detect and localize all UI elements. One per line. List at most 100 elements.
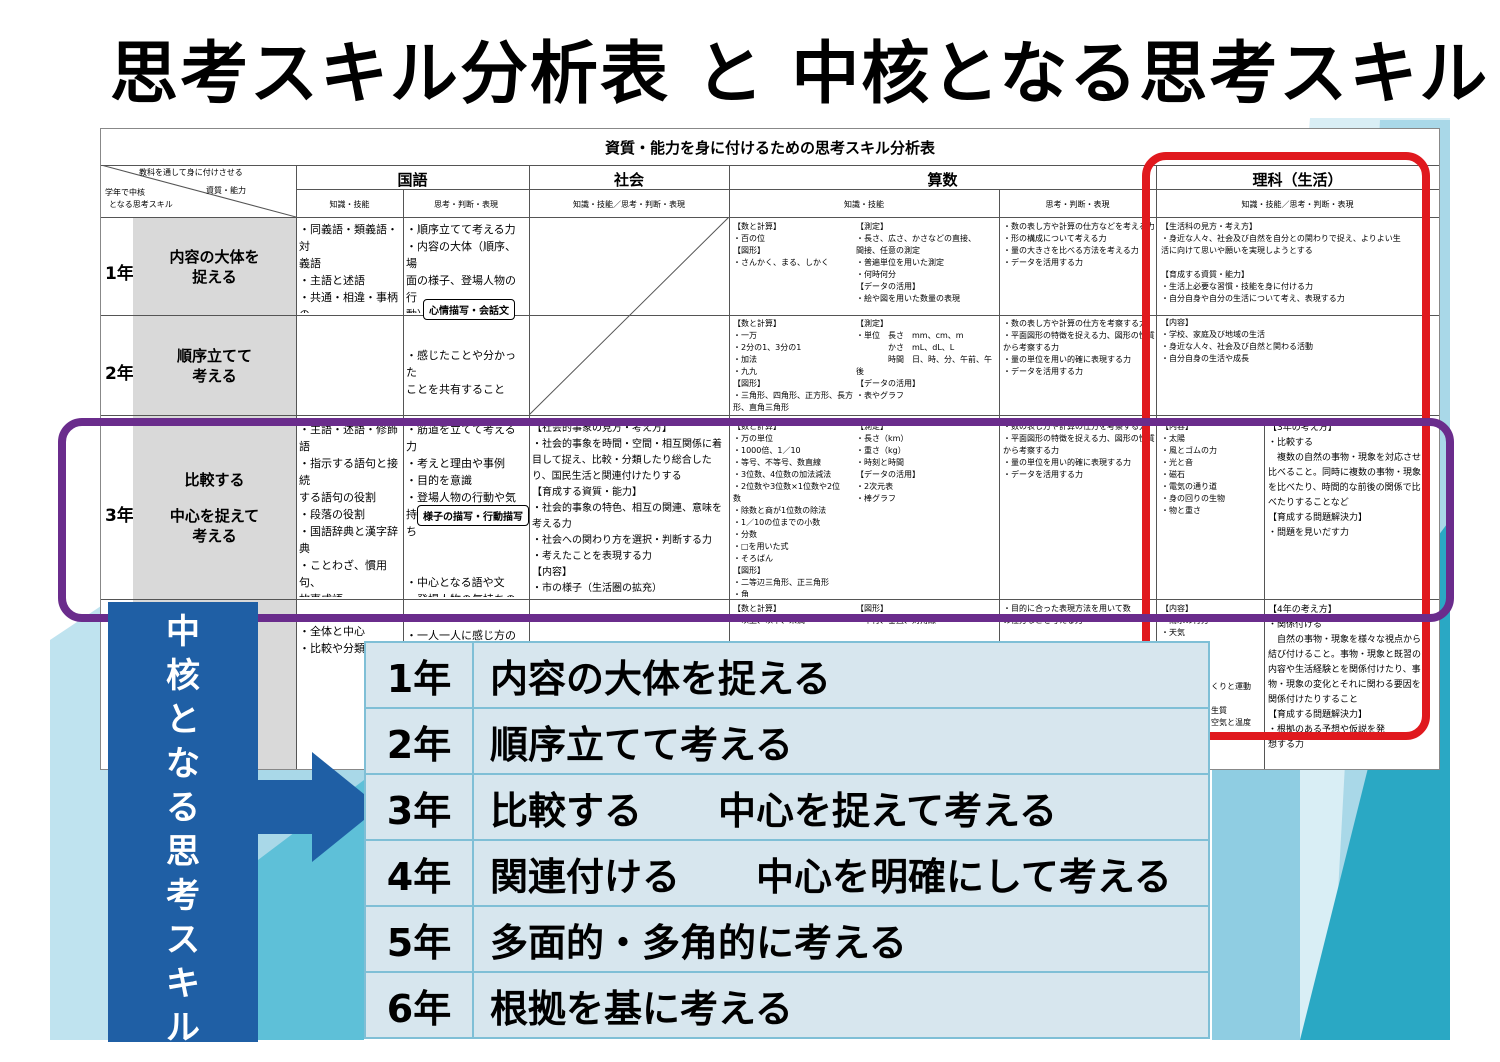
- grid-line: [1156, 165, 1157, 769]
- side-char: 考: [166, 876, 200, 916]
- cell-text: くりと運動 生質 空気と温度: [1211, 682, 1251, 727]
- grid-line: [729, 165, 730, 769]
- corner-label: となる思考スキル: [109, 200, 173, 209]
- subject-sub: 知識・技能: [844, 200, 884, 209]
- cell-text: ・同義語・類義語・対 義語 ・主語と述語 ・共通・相違・事柄の 順序: [299, 223, 398, 313]
- arrow-right-icon: [258, 752, 380, 862]
- grid-line: [999, 189, 1000, 769]
- grid-line: [101, 599, 1439, 600]
- cell-text: 【数と計算】 ・一万 ・2分の1、3分の1 ・加法 ・九九 【図形】 ・三角形、…: [733, 319, 853, 412]
- grade3-highlight-box: [58, 418, 1454, 622]
- core-skill-text: 捉える: [192, 267, 237, 286]
- grid-line: [101, 217, 1439, 218]
- cell-text: ・数の表し方や計算の仕方を考察する力 ・平面図形の特徴を捉える力、図形の性質 か…: [1003, 422, 1155, 479]
- science-highlight-box: [1142, 152, 1430, 740]
- grid-line: [1264, 425, 1265, 769]
- skill-text: 多面的・多角的に考える: [490, 920, 907, 965]
- grid-line: [101, 415, 1439, 416]
- cell-text: 【数と計算】 ・万の単位 ・1000倍、1／10 ・等号、不等号、数直線 ・3位…: [733, 422, 841, 597]
- side-char: 核: [166, 656, 200, 696]
- skill-cell: 比較する 中心を捉えて考える: [472, 773, 1210, 841]
- skill-text: 中心を捉えて考える: [718, 788, 1057, 833]
- grid-line: [296, 165, 297, 769]
- core-skill-text: 内容の大体を: [169, 247, 260, 266]
- core-skill-cell: 順序立てて 考える: [133, 316, 296, 415]
- side-char: キ: [166, 964, 200, 1004]
- side-char: ス: [166, 920, 200, 960]
- cell-text: 【生活科の見方・考え方】 ・身近な人々、社会及び自然を自分との関わりで捉え、より…: [1161, 222, 1401, 363]
- core-skill-side-label: 中 核 と な る 思 考 ス キ ル: [108, 610, 258, 1050]
- core-skill-text: 中心を捉えて: [169, 506, 260, 525]
- empty-cell-diagonal: [529, 217, 729, 415]
- skill-text: 関連付ける: [490, 854, 681, 899]
- grade-cell: 6年: [364, 971, 474, 1039]
- grid-line: [101, 165, 1439, 166]
- grade-cell: 1年: [364, 641, 474, 709]
- skill-cell: 根拠を基に考える: [472, 971, 1210, 1039]
- skill-cell: 多面的・多角的に考える: [472, 905, 1210, 973]
- grade-label: 2年: [105, 364, 134, 384]
- side-char: な: [166, 744, 200, 784]
- side-char: 思: [166, 832, 200, 872]
- cell-text: 【測定】 ・長さ（km） ・重さ（kg） ・時刻と時間 【データの活用】 ・2次…: [856, 422, 920, 503]
- cell-text: ・数の表し方や計算の仕方などを考える力 ・形の構成について考える力 ・量の大きさ…: [1003, 222, 1155, 267]
- page-title: 思考スキル分析表 と 中核となる思考スキル: [110, 35, 1490, 114]
- cell-text: 【測定】 ・単位 長さ mm、cm、m かさ mL、dL、L 時間 日、時、分、…: [856, 319, 992, 400]
- sheet-title: 資質・能力を身に付けるための思考スキル分析表: [604, 139, 935, 157]
- core-skill-text: 考える: [192, 366, 237, 385]
- core-skill-side-band: [108, 602, 258, 1042]
- skill-text: 比較する: [490, 788, 643, 833]
- cell-text: ・順序立てて考える力 ・内容の大体（順序、場 面の様子、登場人物の行 動） ・登: [406, 223, 516, 313]
- subject-sub: 知識・技能／思考・判断・表現: [1241, 200, 1354, 209]
- skill-text: 中心を明確にして考える: [756, 854, 1172, 899]
- core-skill-text: 順序立てて: [176, 346, 252, 365]
- grid-line: [101, 315, 1439, 316]
- subject-sub: 思考・判断・表現: [434, 200, 498, 209]
- subject-sansu: 算数: [927, 171, 958, 189]
- corner-label: 教科を通して身に付けさせる: [139, 168, 243, 177]
- subject-rika: 理科（生活）: [1252, 171, 1343, 189]
- subject-sub: 知識・技能／思考・判断・表現: [573, 200, 685, 209]
- core-skill-text: 比較する: [184, 470, 245, 489]
- corner-label: 資質・能力: [206, 186, 246, 195]
- grade-cell: 5年: [364, 905, 474, 973]
- core-skill-cell: 内容の大体を 捉える: [133, 218, 296, 315]
- corner-label: 学年で中核: [105, 188, 145, 197]
- skill-text: 内容の大体を捉える: [490, 656, 831, 701]
- subject-sub: 思考・判断・表現: [1045, 200, 1110, 209]
- grade-cell: 4年: [364, 839, 474, 907]
- cell-text: ・筋道を立てて考える力 ・考えと理由や事例 ・目的を意識 ・登場人物の行動や気持…: [406, 423, 516, 597]
- cell-text: ・主語・述語・修飾語 ・指示する語句と接続 する語句の役割 ・段落の役割 ・国語…: [299, 423, 398, 597]
- grid-line: [529, 165, 530, 769]
- core-skill-text: 考える: [192, 526, 237, 545]
- cell-text: 【社会的事象の見方・考え方】 ・社会的事象を時間・空間・相互関係に着 目して捉え…: [532, 423, 722, 594]
- corner-diagonal: [101, 165, 296, 217]
- core-skills-table: 1年 内容の大体を捉える 2年 順序立てて考える 3年 比較する中心を捉えて考え…: [364, 641, 1210, 1039]
- grid-line: [296, 189, 1439, 190]
- cell-text: ・全体と中心 ・比較や分類: [299, 625, 365, 655]
- side-char: る: [166, 788, 200, 828]
- grade-cell: 2年: [364, 707, 474, 775]
- grid-line: [403, 189, 404, 769]
- cell-text: ・感じたことや分かった ことを共有すること: [406, 349, 516, 396]
- table-row: 1年 内容の大体を捉える: [364, 641, 1210, 709]
- skill-cell: 内容の大体を捉える: [472, 641, 1210, 709]
- table-row: 5年 多面的・多角的に考える: [364, 905, 1210, 973]
- grade-label: 3年: [105, 506, 134, 526]
- skill-cell: 順序立てて考える: [472, 707, 1210, 775]
- cell-text: 【3年の考え方】 ・比較する 複数の自然の事物・現象を対応させ 比べること。同時…: [1268, 423, 1422, 538]
- table-row: 6年 根拠を基に考える: [364, 971, 1210, 1039]
- table-row: 2年 順序立てて考える: [364, 707, 1210, 775]
- callout-bubble: 様子の描写・行動描写: [417, 505, 529, 526]
- grade-label: 1年: [105, 264, 134, 284]
- cell-text: ・数の表し方や計算の仕方を考察する力 ・平面図形の特徴を捉える力、図形の性質 か…: [1003, 319, 1155, 376]
- cell-text: 【内容】 ・太陽 ・風とゴムの力 ・光と音 ・磁石 ・電気の通り道 ・身の回りの…: [1161, 422, 1225, 515]
- callout-bubble: 心情描写・会話文: [423, 299, 515, 320]
- skill-text: 順序立てて考える: [490, 722, 793, 767]
- skill-cell: 関連付ける 中心を明確にして考える: [472, 839, 1210, 907]
- subject-shakai: 社会: [613, 171, 644, 189]
- subject-sub: 知識・技能: [329, 200, 370, 209]
- subject-kokugo: 国語: [397, 171, 428, 189]
- side-char: ル: [166, 1008, 200, 1048]
- core-skill-cell: 比較する 中心を捉えて 考える: [133, 416, 296, 599]
